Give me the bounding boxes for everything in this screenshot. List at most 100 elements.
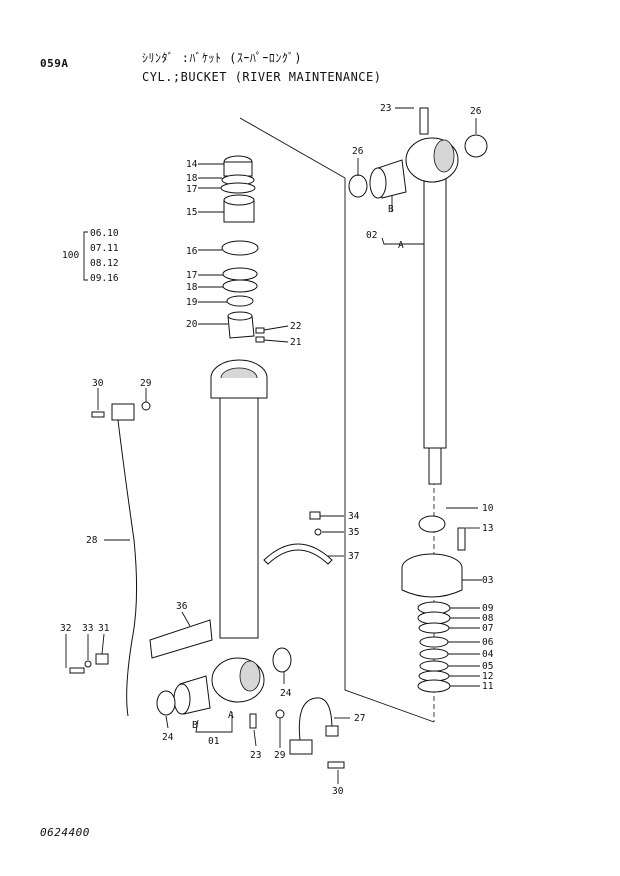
tube-body xyxy=(219,379,259,639)
rod-end xyxy=(428,447,442,485)
washer-35 xyxy=(314,528,322,536)
callout-17: 17 xyxy=(186,270,197,281)
callout-29: 29 xyxy=(140,378,152,389)
callout-27: 27 xyxy=(354,713,365,724)
pipe-27-flange xyxy=(289,739,313,755)
callout-32: 32 xyxy=(60,623,71,634)
group-100-item: 09.16 xyxy=(90,273,119,284)
callout-31: 31 xyxy=(98,623,110,634)
dust-seal-26-left xyxy=(348,174,368,198)
callout-20: 20 xyxy=(186,319,198,330)
part-05 xyxy=(419,660,449,672)
dust-seal-24-left xyxy=(156,690,176,716)
callout-B: B xyxy=(192,720,198,731)
part-19 xyxy=(226,295,254,307)
callout-07: 07 xyxy=(482,623,493,634)
head-cover-assembly xyxy=(401,515,466,693)
pipe-27 xyxy=(298,697,333,741)
callout-14: 14 xyxy=(186,159,198,170)
part-16 xyxy=(221,240,259,256)
part-11 xyxy=(417,679,451,693)
group-100-item: 06.10 xyxy=(90,228,119,239)
part-04 xyxy=(419,648,449,660)
bolt-32 xyxy=(69,667,85,674)
callout-16: 16 xyxy=(186,246,198,257)
group-100-label: 100 xyxy=(62,250,79,261)
callout-29: 29 xyxy=(274,750,286,761)
grease-nipple-23-top xyxy=(419,107,429,135)
part-08 xyxy=(417,611,451,625)
tube-flange-rim xyxy=(210,378,268,399)
washer-33 xyxy=(84,660,92,668)
part-10 xyxy=(418,515,446,533)
callout-23: 23 xyxy=(380,103,391,114)
guide-line-top xyxy=(239,117,346,179)
callout-09: 09 xyxy=(482,603,494,614)
callout-02: 02 xyxy=(366,230,377,241)
dust-seal-26-right xyxy=(464,134,488,158)
rod-body xyxy=(423,177,447,449)
grease-nipple-23-bottom xyxy=(249,713,257,729)
dust-seal-24-right xyxy=(272,647,292,673)
page-code: 059A xyxy=(40,57,69,70)
clamp-37 xyxy=(263,543,333,565)
part-17b xyxy=(222,267,258,281)
callout-12: 12 xyxy=(482,671,493,682)
callout-24: 24 xyxy=(280,688,292,699)
callout-26: 26 xyxy=(470,106,482,117)
oring-29-top xyxy=(141,401,151,411)
cylinder-tube xyxy=(156,359,292,729)
group-100-item: 07.11 xyxy=(90,243,119,254)
part-15-top xyxy=(223,194,255,206)
pipe-28 xyxy=(117,419,138,717)
callout-19: 19 xyxy=(186,297,198,308)
pipe-27-end xyxy=(325,725,339,737)
callout-23: 23 xyxy=(250,750,261,761)
group-100-item: 08.12 xyxy=(90,258,119,269)
callout-13: 13 xyxy=(482,523,493,534)
callout-11: 11 xyxy=(482,681,494,692)
callout-18: 18 xyxy=(186,173,198,184)
part-18b xyxy=(222,279,258,293)
callout-17: 17 xyxy=(186,184,197,195)
part-21 xyxy=(255,336,265,343)
title-english: CYL.;BUCKET (RIVER MAINTENANCE) xyxy=(142,70,382,84)
part-06 xyxy=(419,636,449,648)
callout-37: 37 xyxy=(348,551,359,562)
callout-03: 03 xyxy=(482,575,493,586)
callout-A: A xyxy=(398,240,404,251)
leader-lines xyxy=(65,107,482,784)
callout-B: B xyxy=(388,204,394,215)
callout-35: 35 xyxy=(348,527,359,538)
bushing-rod-eye-face xyxy=(369,167,387,199)
group-100-bracket xyxy=(83,231,88,281)
pipe-line-27 xyxy=(275,697,345,769)
callout-10: 10 xyxy=(482,503,494,514)
callout-33: 33 xyxy=(82,623,93,634)
bolt-34 xyxy=(309,511,321,520)
bolt-30-bottom xyxy=(327,761,345,769)
callout-34: 34 xyxy=(348,511,360,522)
piston-rod-assembly xyxy=(348,107,488,485)
callout-15: 15 xyxy=(186,207,197,218)
bolt-30-top xyxy=(91,411,105,418)
pipe-line-28 xyxy=(91,401,151,717)
callout-labels: 23 26 26 B 02 A 14 18 17 15 16 17 18 19 … xyxy=(60,103,494,797)
head-cover-03-body xyxy=(401,568,463,598)
clamp-upper xyxy=(263,511,333,565)
callout-24: 24 xyxy=(162,732,174,743)
callout-01: 01 xyxy=(208,736,220,747)
callout-08: 08 xyxy=(482,613,494,624)
callout-06: 06 xyxy=(482,637,494,648)
pipe-flange-top xyxy=(111,403,135,421)
part-07 xyxy=(418,622,450,634)
gland-parts-stack xyxy=(220,155,265,343)
tube-eye-bore xyxy=(239,660,261,692)
title-japanese: ｼﾘﾝﾀﾞ :ﾊﾞｹｯﾄ (ｽｰﾊﾟｰﾛﾝｸﾞ) xyxy=(142,51,303,65)
callout-18: 18 xyxy=(186,282,198,293)
callout-26: 26 xyxy=(352,146,364,157)
callout-22: 22 xyxy=(290,321,301,332)
callout-A: A xyxy=(228,710,234,721)
callout-30: 30 xyxy=(332,786,344,797)
